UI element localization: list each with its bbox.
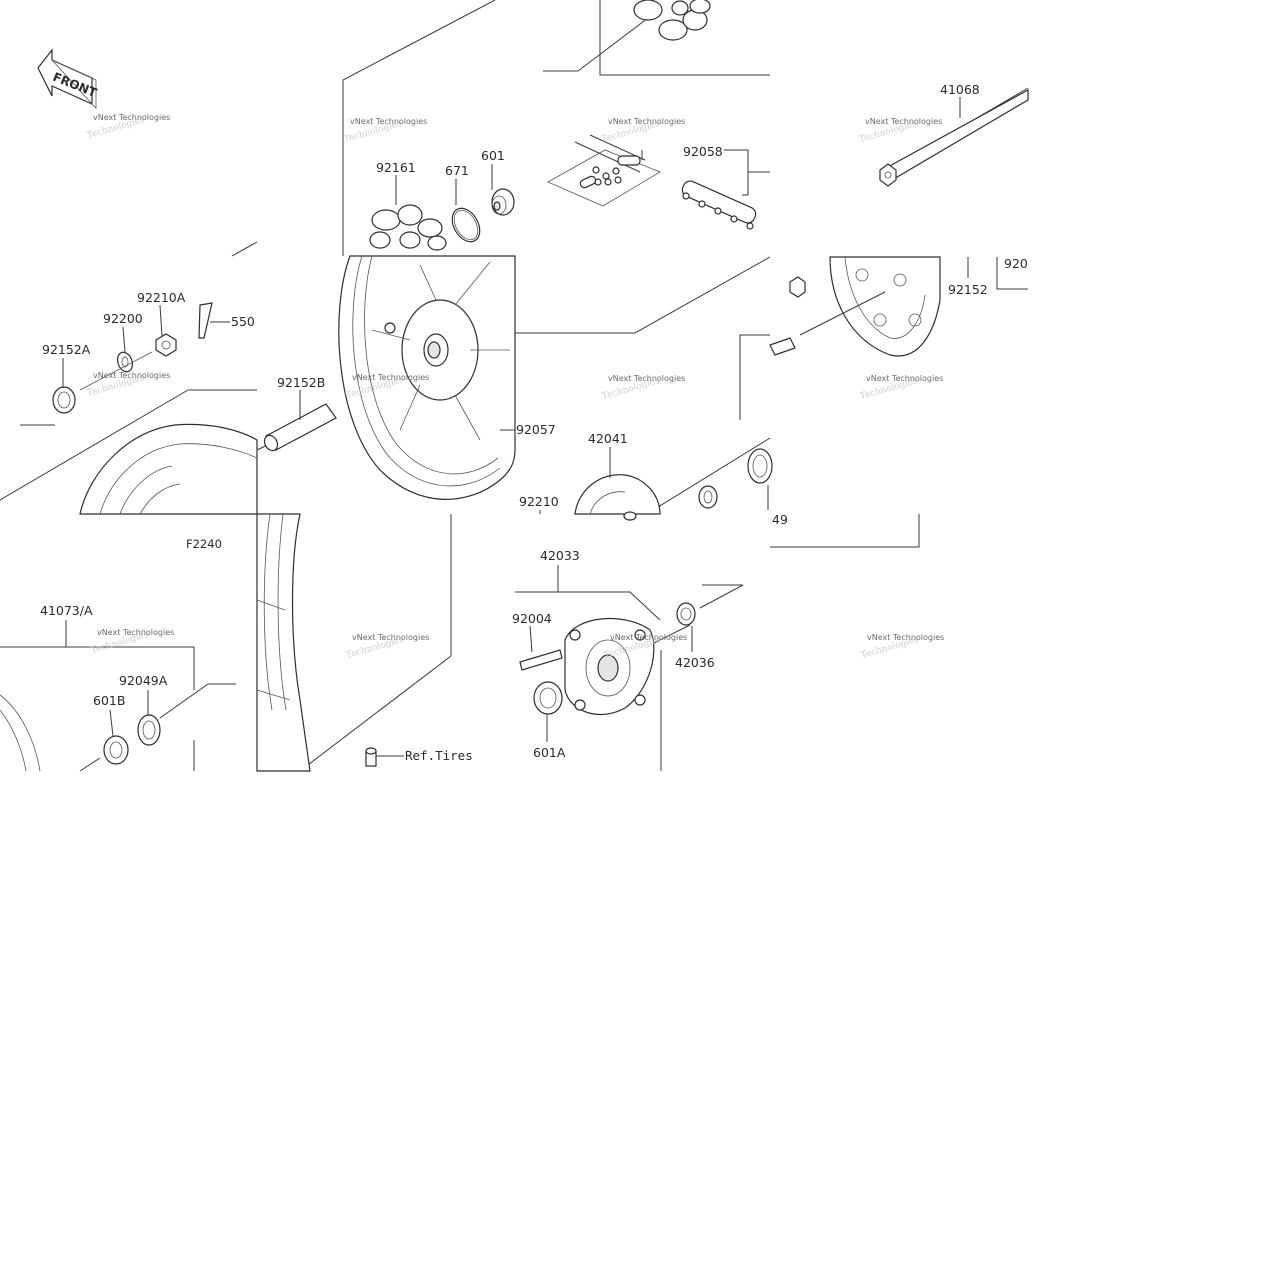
bearing-small — [698, 485, 718, 509]
svg-text:vNext Technologies: vNext Technologies — [865, 117, 942, 126]
label-92210: 92210 — [519, 494, 559, 509]
o-ring-671 — [451, 207, 481, 243]
valve-icon — [365, 747, 404, 767]
svg-text:vNext Technologies: vNext Technologies — [93, 371, 170, 380]
damper-92161 — [369, 204, 447, 251]
svg-text:vNext Technologies: vNext Technologies — [97, 628, 174, 637]
label-92057: 92057 — [516, 422, 556, 437]
label-49: 49 — [772, 512, 788, 527]
label-601: 601 — [481, 148, 505, 163]
label-601A: 601A — [533, 745, 566, 760]
label-42033: 42033 — [540, 548, 580, 563]
wheel-front-partial — [0, 694, 41, 772]
label-92152B: 92152B — [277, 375, 325, 390]
svg-text:vNext Technologies: vNext Technologies — [352, 633, 429, 642]
bearing-601 — [491, 188, 515, 216]
label-92161: 92161 — [376, 160, 416, 175]
nut-92210A — [155, 333, 177, 357]
label-42036: 42036 — [675, 655, 715, 670]
frame-lines — [0, 0, 1029, 772]
label-92058: 92058 — [683, 144, 723, 159]
coupling-42033 — [564, 617, 655, 716]
axle-41068 — [879, 88, 1029, 187]
label-601B: 601B — [93, 693, 125, 708]
label-92004: 92004 — [512, 611, 552, 626]
label-ref-tires: Ref.Tires — [405, 748, 473, 763]
front-arrow-icon: FRONT — [37, 48, 99, 109]
part-labels: 41068 92058 92161 671 601 92210A 550 922… — [40, 82, 1028, 763]
svg-text:vNext Technologies: vNext Technologies — [350, 117, 427, 126]
svg-text:vNext Technologies: vNext Technologies — [352, 373, 429, 382]
seal-92049A — [137, 714, 161, 746]
label-92152A: 92152A — [42, 342, 91, 357]
wheel-lower-partial — [256, 513, 311, 772]
stud-92004 — [519, 649, 563, 671]
label-92210A: 92210A — [137, 290, 186, 305]
svg-text:vNext Technologies: vNext Technologies — [93, 113, 170, 122]
label-550: 550 — [231, 314, 255, 329]
svg-text:vNext Technologies: vNext Technologies — [608, 117, 685, 126]
svg-text:vNext Technologies: vNext Technologies — [867, 633, 944, 642]
svg-text:vNext Technologies: vNext Technologies — [608, 374, 685, 383]
washer-92200 — [116, 351, 134, 373]
rear-wheel — [330, 255, 516, 514]
wheel-left-partial — [79, 423, 258, 515]
cotter-pin-550 — [198, 302, 230, 339]
figure-code: F2240 — [186, 537, 222, 551]
damper-rubber-top — [633, 0, 711, 41]
svg-text:vNext Technologies: vNext Technologies — [866, 374, 943, 383]
collar-42036 — [676, 602, 696, 626]
label-920-partial: 920 — [1004, 256, 1028, 271]
sprocket-42041-partial — [574, 474, 661, 521]
label-41073A: 41073/A — [40, 603, 93, 618]
svg-text:vNext Technologies: vNext Technologies — [610, 633, 687, 642]
label-671: 671 — [445, 163, 469, 178]
label-92049A: 92049A — [119, 673, 168, 688]
bearing-601A — [533, 681, 563, 715]
label-41068: 41068 — [940, 82, 980, 97]
label-42041: 42041 — [588, 431, 628, 446]
collar-92152B — [263, 403, 337, 452]
bearing-49 — [747, 448, 773, 484]
label-92152: 92152 — [948, 282, 988, 297]
drive-chain — [547, 134, 757, 230]
bearing-601B — [103, 735, 129, 765]
leader-lines — [62, 97, 961, 742]
collar-92152A — [52, 386, 76, 414]
label-92200: 92200 — [103, 311, 143, 326]
sprocket-rear — [769, 256, 941, 357]
